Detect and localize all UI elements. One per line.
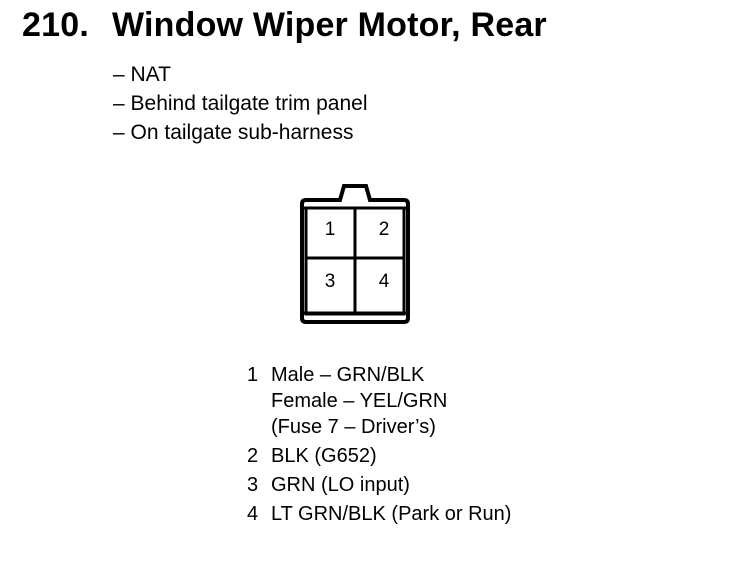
pin-number: 1: [247, 364, 259, 386]
pinout-item: 1 Male – GRN/BLK Female – YEL/GRN (Fuse …: [247, 362, 511, 440]
cavity-label: 3: [324, 271, 336, 292]
pinout-item: 3 GRN (LO input): [247, 472, 511, 498]
pinout-list: 1 Male – GRN/BLK Female – YEL/GRN (Fuse …: [247, 362, 511, 530]
pin-number: 3: [247, 474, 259, 496]
pinout-item: 2 BLK (G652): [247, 443, 511, 469]
pin-description: BLK (G652): [271, 445, 377, 467]
note-item: – On tailgate sub-harness: [113, 121, 354, 144]
cavity-label: 4: [378, 271, 390, 292]
pin-number: 4: [247, 503, 259, 525]
cavity-label: 1: [324, 219, 336, 240]
pin-description: (Fuse 7 – Driver’s): [271, 416, 436, 438]
page-title: 210. Window Wiper Motor, Rear: [22, 6, 547, 45]
section-number: 210.: [22, 6, 89, 44]
pin-description: Male – GRN/BLK: [271, 364, 425, 386]
location-notes: – NAT – Behind tailgate trim panel – On …: [113, 60, 368, 147]
pin-number: 2: [247, 445, 259, 467]
cavity-label: 2: [378, 219, 390, 240]
pin-description: Female – YEL/GRN: [271, 390, 448, 412]
section-title: Window Wiper Motor, Rear: [112, 6, 547, 44]
connector-outline: [300, 184, 410, 324]
note-item: – Behind tailgate trim panel: [113, 92, 368, 115]
note-item: – NAT: [113, 63, 171, 86]
connector-diagram: 1 2 3 4: [296, 182, 414, 324]
pin-description: LT GRN/BLK (Park or Run): [271, 503, 512, 525]
pin-description: GRN (LO input): [271, 474, 410, 496]
pinout-item: 4 LT GRN/BLK (Park or Run): [247, 501, 511, 527]
